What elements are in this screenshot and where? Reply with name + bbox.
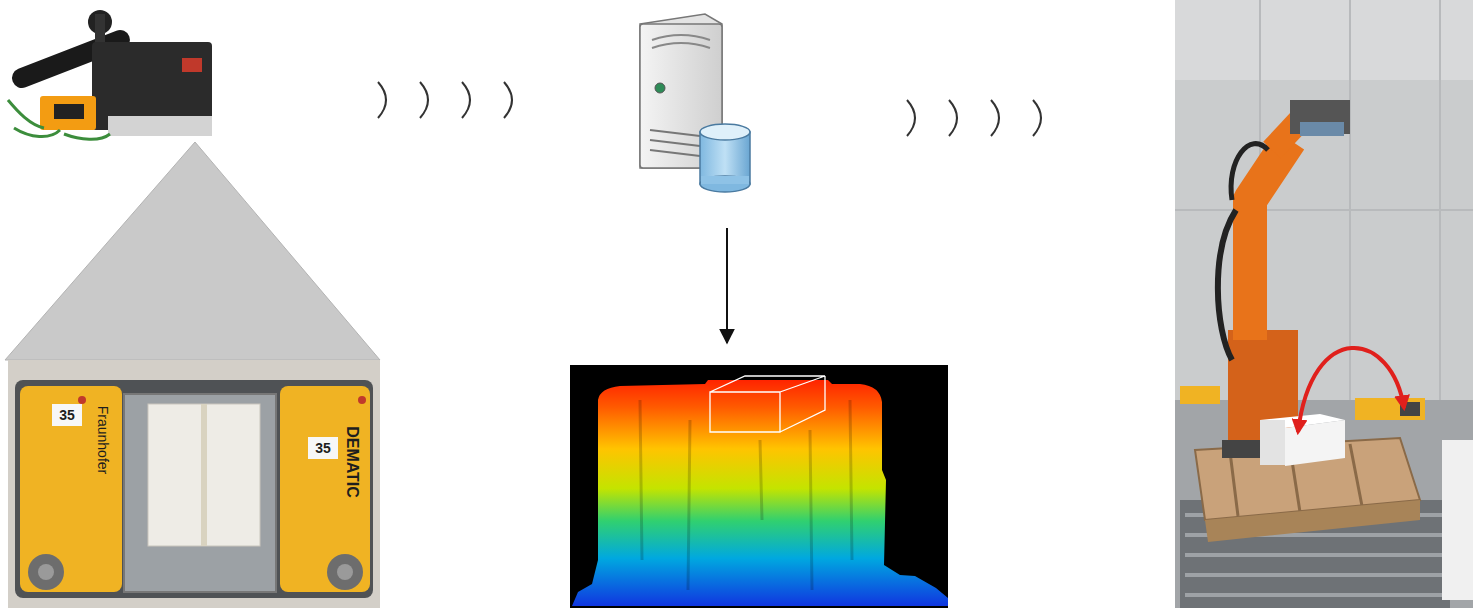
robot-photo	[1175, 0, 1473, 608]
server-icon	[700, 176, 750, 192]
robot-photo	[1300, 122, 1344, 136]
server-icon	[650, 150, 700, 156]
shuttle-photo	[20, 386, 122, 592]
robot-photo	[1442, 440, 1473, 600]
sensor-unit	[64, 134, 110, 139]
server-icon	[640, 14, 750, 192]
wireless-symbol	[907, 100, 1041, 136]
shuttle-photo	[78, 396, 86, 404]
wireless-symbol	[420, 82, 428, 118]
wireless-symbol	[462, 82, 470, 118]
height-map	[572, 380, 948, 606]
shuttle-photo	[38, 564, 54, 580]
height-map	[570, 365, 948, 608]
robot-photo	[1298, 348, 1404, 432]
sensor-unit	[40, 96, 96, 130]
sensor-unit	[14, 128, 60, 137]
shuttle-photo	[358, 396, 366, 404]
vehicle-number: 35	[59, 408, 75, 422]
wireless-symbol	[504, 82, 512, 118]
shuttle-photo	[28, 554, 64, 590]
robot-photo	[1355, 398, 1425, 420]
shuttle-photo	[52, 404, 82, 426]
server-icon	[652, 43, 710, 48]
sensor-unit	[95, 14, 105, 44]
height-map	[640, 400, 852, 590]
flow-arrow	[726, 228, 728, 343]
sensor-unit	[108, 116, 212, 136]
vehicle-number: 35	[315, 441, 331, 455]
robot-photo	[1218, 210, 1236, 360]
shuttle-photo	[148, 404, 260, 546]
shuttle-photo	[280, 386, 370, 592]
robot-photo	[1175, 400, 1473, 608]
server-icon	[650, 140, 700, 146]
sensor-unit	[8, 10, 212, 139]
robot-photo	[1250, 140, 1290, 340]
height-map	[710, 376, 825, 432]
shuttle-photo	[15, 380, 373, 598]
robot-photo	[1285, 420, 1345, 466]
shuttle-photo	[124, 394, 276, 592]
robot-photo	[1180, 386, 1220, 404]
robot-photo	[1175, 209, 1473, 211]
zoom-triangle	[5, 142, 380, 360]
wireless-symbol	[907, 100, 915, 136]
shuttle-photo	[327, 554, 363, 590]
shuttle-photo	[8, 360, 380, 608]
sensor-unit	[8, 100, 44, 128]
server-icon	[701, 176, 749, 184]
shuttle-photo	[8, 360, 380, 608]
wireless-symbol	[1033, 100, 1041, 136]
server-icon	[652, 35, 710, 40]
robot-photo	[1175, 0, 1473, 608]
robot-photo	[1205, 500, 1420, 542]
wireless-symbol	[378, 82, 512, 118]
shuttle-photo	[201, 404, 207, 546]
shuttle-photo	[337, 564, 353, 580]
server-icon	[650, 130, 700, 136]
wireless-symbol	[949, 100, 957, 136]
robot-photo	[1260, 420, 1285, 465]
sensor-unit	[182, 58, 202, 72]
server-icon	[700, 124, 750, 140]
height-map	[570, 365, 948, 608]
wireless-symbol	[378, 82, 386, 118]
brand-label: DEMATIC	[344, 426, 360, 498]
brand-label: Fraunhofer	[96, 406, 110, 474]
wireless-symbol	[991, 100, 999, 136]
robot-photo	[1231, 144, 1268, 200]
server-icon	[655, 83, 665, 93]
sensor-unit	[54, 104, 84, 119]
shuttle-photo	[308, 437, 338, 459]
robot-photo	[1175, 0, 1473, 80]
